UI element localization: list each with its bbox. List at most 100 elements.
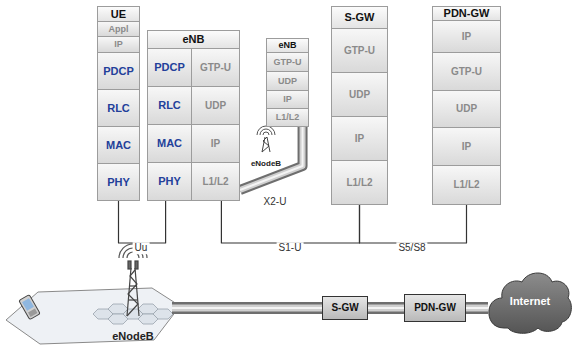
- mobile-phone: [19, 295, 40, 320]
- protocol-layer: L1/L2: [266, 108, 309, 127]
- connector-stroke: [368, 305, 404, 312]
- protocol-stack: PDN-GW IP GTP-U UDP IP L1/L2: [432, 6, 501, 205]
- layer-name: GTP-U: [274, 58, 302, 67]
- connector-stroke: [466, 305, 488, 312]
- stack-heading: PDN-GW: [432, 6, 501, 21]
- stack-heading: eNB: [147, 30, 240, 49]
- protocol-stack: eNB PDCP GTP-U RLC UDP MAC IP PHY L1/L2: [147, 30, 240, 201]
- layer-name: PHY: [158, 176, 181, 187]
- protocol-layer: PHY: [147, 162, 192, 201]
- protocol-layer: UDP: [191, 86, 240, 125]
- protocol-layer: IP: [432, 20, 501, 53]
- protocol-layer: IP: [266, 90, 309, 109]
- interface-line: [119, 201, 166, 243]
- interface-label: X2-U: [262, 196, 289, 208]
- network-box: PDN-GW: [404, 294, 466, 322]
- layer-name: UDP: [349, 90, 370, 100]
- layer-name: UDP: [278, 77, 297, 86]
- protocol-layer: PDCP: [97, 52, 140, 90]
- protocol-layer: RLC: [147, 86, 192, 125]
- interface-label: S1-U: [277, 242, 304, 254]
- protocol-layer: UDP: [331, 72, 388, 117]
- protocol-layer: UDP: [266, 71, 309, 91]
- node-label: S-GW: [331, 303, 358, 313]
- link-tube: [240, 127, 303, 190]
- base-station-tower: [119, 244, 147, 316]
- interface-line: [360, 205, 467, 243]
- connector-stroke: [119, 201, 166, 243]
- protocol-layer: IP: [432, 127, 501, 166]
- layer-name: L1/L2: [276, 113, 300, 122]
- site-label: eNodeB: [249, 159, 283, 168]
- connector-stroke: [466, 307, 488, 309]
- layer-name: L1/L2: [346, 178, 372, 188]
- layer-name: UDP: [456, 104, 477, 114]
- backhaul-tube: [172, 308, 322, 309]
- protocol-layer: L1/L2: [331, 160, 388, 205]
- protocol-layer: GTP-U: [191, 48, 240, 87]
- internet-cloud: Internet: [488, 266, 572, 336]
- link-tube: [466, 308, 488, 309]
- protocol-layer: GTP-U: [331, 28, 388, 73]
- layer-name: PDCP: [103, 66, 134, 77]
- connector-stroke: [221, 201, 359, 243]
- layer-name: PHY: [107, 177, 130, 188]
- node-label: Internet: [510, 296, 550, 307]
- connector-stroke: [240, 127, 303, 190]
- network-box: S-GW: [322, 296, 368, 320]
- protocol-layer: IP: [331, 116, 388, 161]
- layer-name: IP: [283, 95, 292, 104]
- protocol-layer: Appl: [97, 21, 140, 37]
- layer-name: RLC: [107, 103, 130, 114]
- protocol-layer: GTP-U: [432, 52, 501, 91]
- connector-stroke: [240, 127, 303, 190]
- layer-name: GTP-U: [200, 63, 231, 73]
- stack-heading: UE: [97, 6, 140, 22]
- hex-cells: [93, 304, 173, 324]
- link-tube: [368, 308, 404, 309]
- layer-name: IP: [114, 40, 123, 49]
- connector-stroke: [360, 205, 467, 243]
- layer-name: GTP-U: [451, 67, 482, 77]
- stack-heading: S-GW: [331, 6, 388, 29]
- interface-line: [221, 201, 359, 243]
- protocol-layer: UDP: [432, 90, 501, 128]
- interface-label: S5/S8: [396, 242, 427, 254]
- layer-name: IP: [211, 139, 220, 149]
- protocol-stack: eNB GTP-U UDP IP L1/L2: [266, 38, 309, 127]
- protocol-layer: PDCP: [147, 48, 192, 87]
- connector-stroke: [368, 307, 404, 309]
- layer-name: MAC: [157, 138, 182, 149]
- node-label: PDN-GW: [414, 303, 456, 313]
- layer-name: GTP-U: [344, 46, 375, 56]
- layer-name: UDP: [205, 101, 226, 111]
- layer-name: IP: [462, 32, 471, 42]
- layer-name: IP: [355, 134, 364, 144]
- site-label: eNodeB: [110, 330, 156, 343]
- layer-name: PDCP: [154, 62, 185, 73]
- connector-stroke: [466, 302, 488, 314]
- protocol-stack: UE ApplIP PDCP RLC MAC PHY: [97, 6, 140, 201]
- protocol-layer: MAC: [147, 124, 192, 163]
- protocol-layer: PHY: [97, 163, 140, 201]
- connector-stroke: [240, 127, 303, 190]
- layer-name: IP: [462, 142, 471, 152]
- protocol-stack: S-GW GTP-U UDP IP L1/L2: [331, 6, 388, 205]
- protocol-layer: L1/L2: [432, 165, 501, 205]
- small-tower: [257, 126, 275, 152]
- layer-name: L1/L2: [202, 177, 228, 187]
- connector-stroke: [368, 302, 404, 314]
- layer-name: L1/L2: [453, 180, 479, 190]
- protocol-layer: L1/L2: [191, 162, 240, 201]
- interface-label: Uu: [133, 242, 150, 254]
- layer-name: RLC: [158, 100, 181, 111]
- layer-name: MAC: [106, 140, 131, 151]
- protocol-layer: IP: [191, 124, 240, 163]
- protocol-layer: MAC: [97, 126, 140, 164]
- layer-name: Appl: [109, 25, 129, 34]
- stack-heading: eNB: [266, 38, 309, 53]
- coverage-floor: [6, 288, 180, 344]
- protocol-layer: GTP-U: [266, 52, 309, 72]
- protocol-layer: IP: [97, 36, 140, 53]
